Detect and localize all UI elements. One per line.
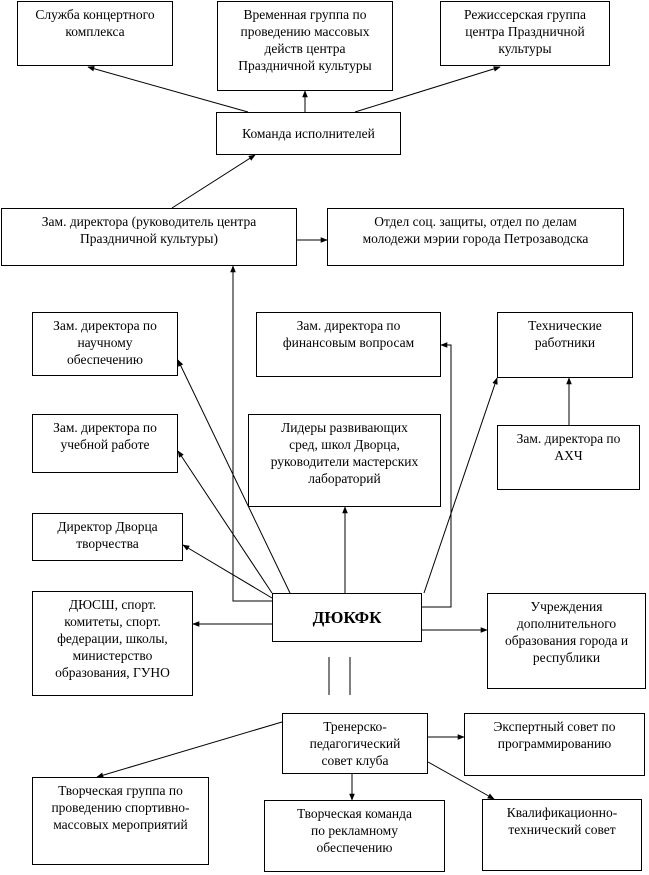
arrow-center-to-tech-workers [423, 377, 498, 594]
box-coach-council: Тренерско- педагогический совет клуба [282, 713, 428, 774]
label-coach-council: Тренерско- педагогический совет клуба [309, 719, 401, 768]
arrow-center-to-deputy-science [177, 359, 291, 594]
label-temp-group: Временная группа по проведению массовых … [238, 7, 372, 73]
label-concert-service: Служба концертного комплекса [35, 7, 155, 39]
box-creative-ads: Творческая команда по рекламному обеспеч… [264, 800, 445, 872]
box-deputy-science: Зам. директора по научному обеспечению [32, 312, 178, 376]
label-creative-ads: Творческая команда по рекламному обеспеч… [297, 806, 412, 855]
label-palace-director: Директор Дворца творчества [57, 519, 158, 551]
arrow-performers-to-service [87, 66, 249, 113]
box-deputy-finance: Зам. директора по финансовым вопросам [256, 312, 441, 377]
box-center-dyukfk: ДЮКФК [272, 593, 422, 642]
arrow-center-to-palace-director [182, 544, 273, 599]
label-tech-workers: Технические работники [528, 318, 602, 350]
label-expert-council: Экспертный совет по программированию [493, 719, 616, 751]
label-creative-sport: Творческая группа по проведению спортивн… [51, 783, 190, 832]
arrow-coach-council-to-creative-sport [96, 721, 283, 778]
label-deputy-festive: Зам. директора (руководитель центра Праз… [41, 214, 257, 246]
box-temp-group: Временная группа по проведению массовых … [217, 1, 393, 91]
arrow-coach-council-to-qualification [427, 761, 495, 800]
box-director-group: Режиссерская группа центра Праздничной к… [440, 1, 610, 66]
arrow-performers-to-director-group [354, 66, 501, 113]
box-deputy-study: Зам. директора по учебной работе [32, 414, 178, 473]
box-tech-workers: Технические работники [497, 312, 633, 378]
label-performers: Команда исполнителей [242, 126, 375, 141]
arrow-center-to-deputy-finance [422, 342, 452, 608]
label-leaders: Лидеры развивающих сред, школ Дворца, ру… [270, 420, 419, 486]
box-qualification: Квалификационно- технический совет [482, 799, 642, 871]
box-deputy-ahch: Зам. директора по АХЧ [497, 425, 640, 490]
label-qualification: Квалификационно- технический совет [506, 805, 618, 837]
box-social-dept: Отдел соц. защиты, отдел по делам молоде… [327, 208, 624, 266]
label-center-dyukfk: ДЮКФК [312, 608, 382, 627]
box-performers: Команда исполнителей [216, 112, 401, 155]
label-deputy-ahch: Зам. директора по АХЧ [516, 431, 621, 463]
box-expert-council: Экспертный совет по программированию [464, 713, 645, 776]
label-director-group: Режиссерская группа центра Праздничной к… [464, 7, 586, 56]
label-deputy-finance: Зам. директора по финансовым вопросам [282, 318, 415, 350]
box-institutions: Учреждения дополнительного образования г… [487, 593, 646, 689]
box-creative-sport: Творческая группа по проведению спортивн… [32, 777, 209, 865]
box-sports-orgs: ДЮСШ, спорт. комитеты, спорт. федерации,… [32, 591, 193, 696]
label-deputy-science: Зам. директора по научному обеспечению [53, 318, 157, 367]
label-social-dept: Отдел соц. защиты, отдел по делам молоде… [362, 214, 589, 246]
box-palace-director: Директор Дворца творчества [32, 513, 183, 561]
label-sports-orgs: ДЮСШ, спорт. комитеты, спорт. федерации,… [55, 597, 170, 680]
box-leaders: Лидеры развивающих сред, школ Дворца, ру… [248, 414, 441, 507]
arrow-center-to-deputy-study [177, 450, 273, 594]
label-deputy-study: Зам. директора по учебной работе [53, 420, 157, 452]
label-institutions: Учреждения дополнительного образования г… [504, 599, 629, 665]
arrow-deputy-festive-to-performers [171, 154, 256, 209]
arrow-center-to-deputy-festive [230, 265, 272, 602]
box-concert-service: Служба концертного комплекса [17, 1, 173, 66]
box-deputy-festive: Зам. директора (руководитель центра Праз… [1, 208, 297, 266]
